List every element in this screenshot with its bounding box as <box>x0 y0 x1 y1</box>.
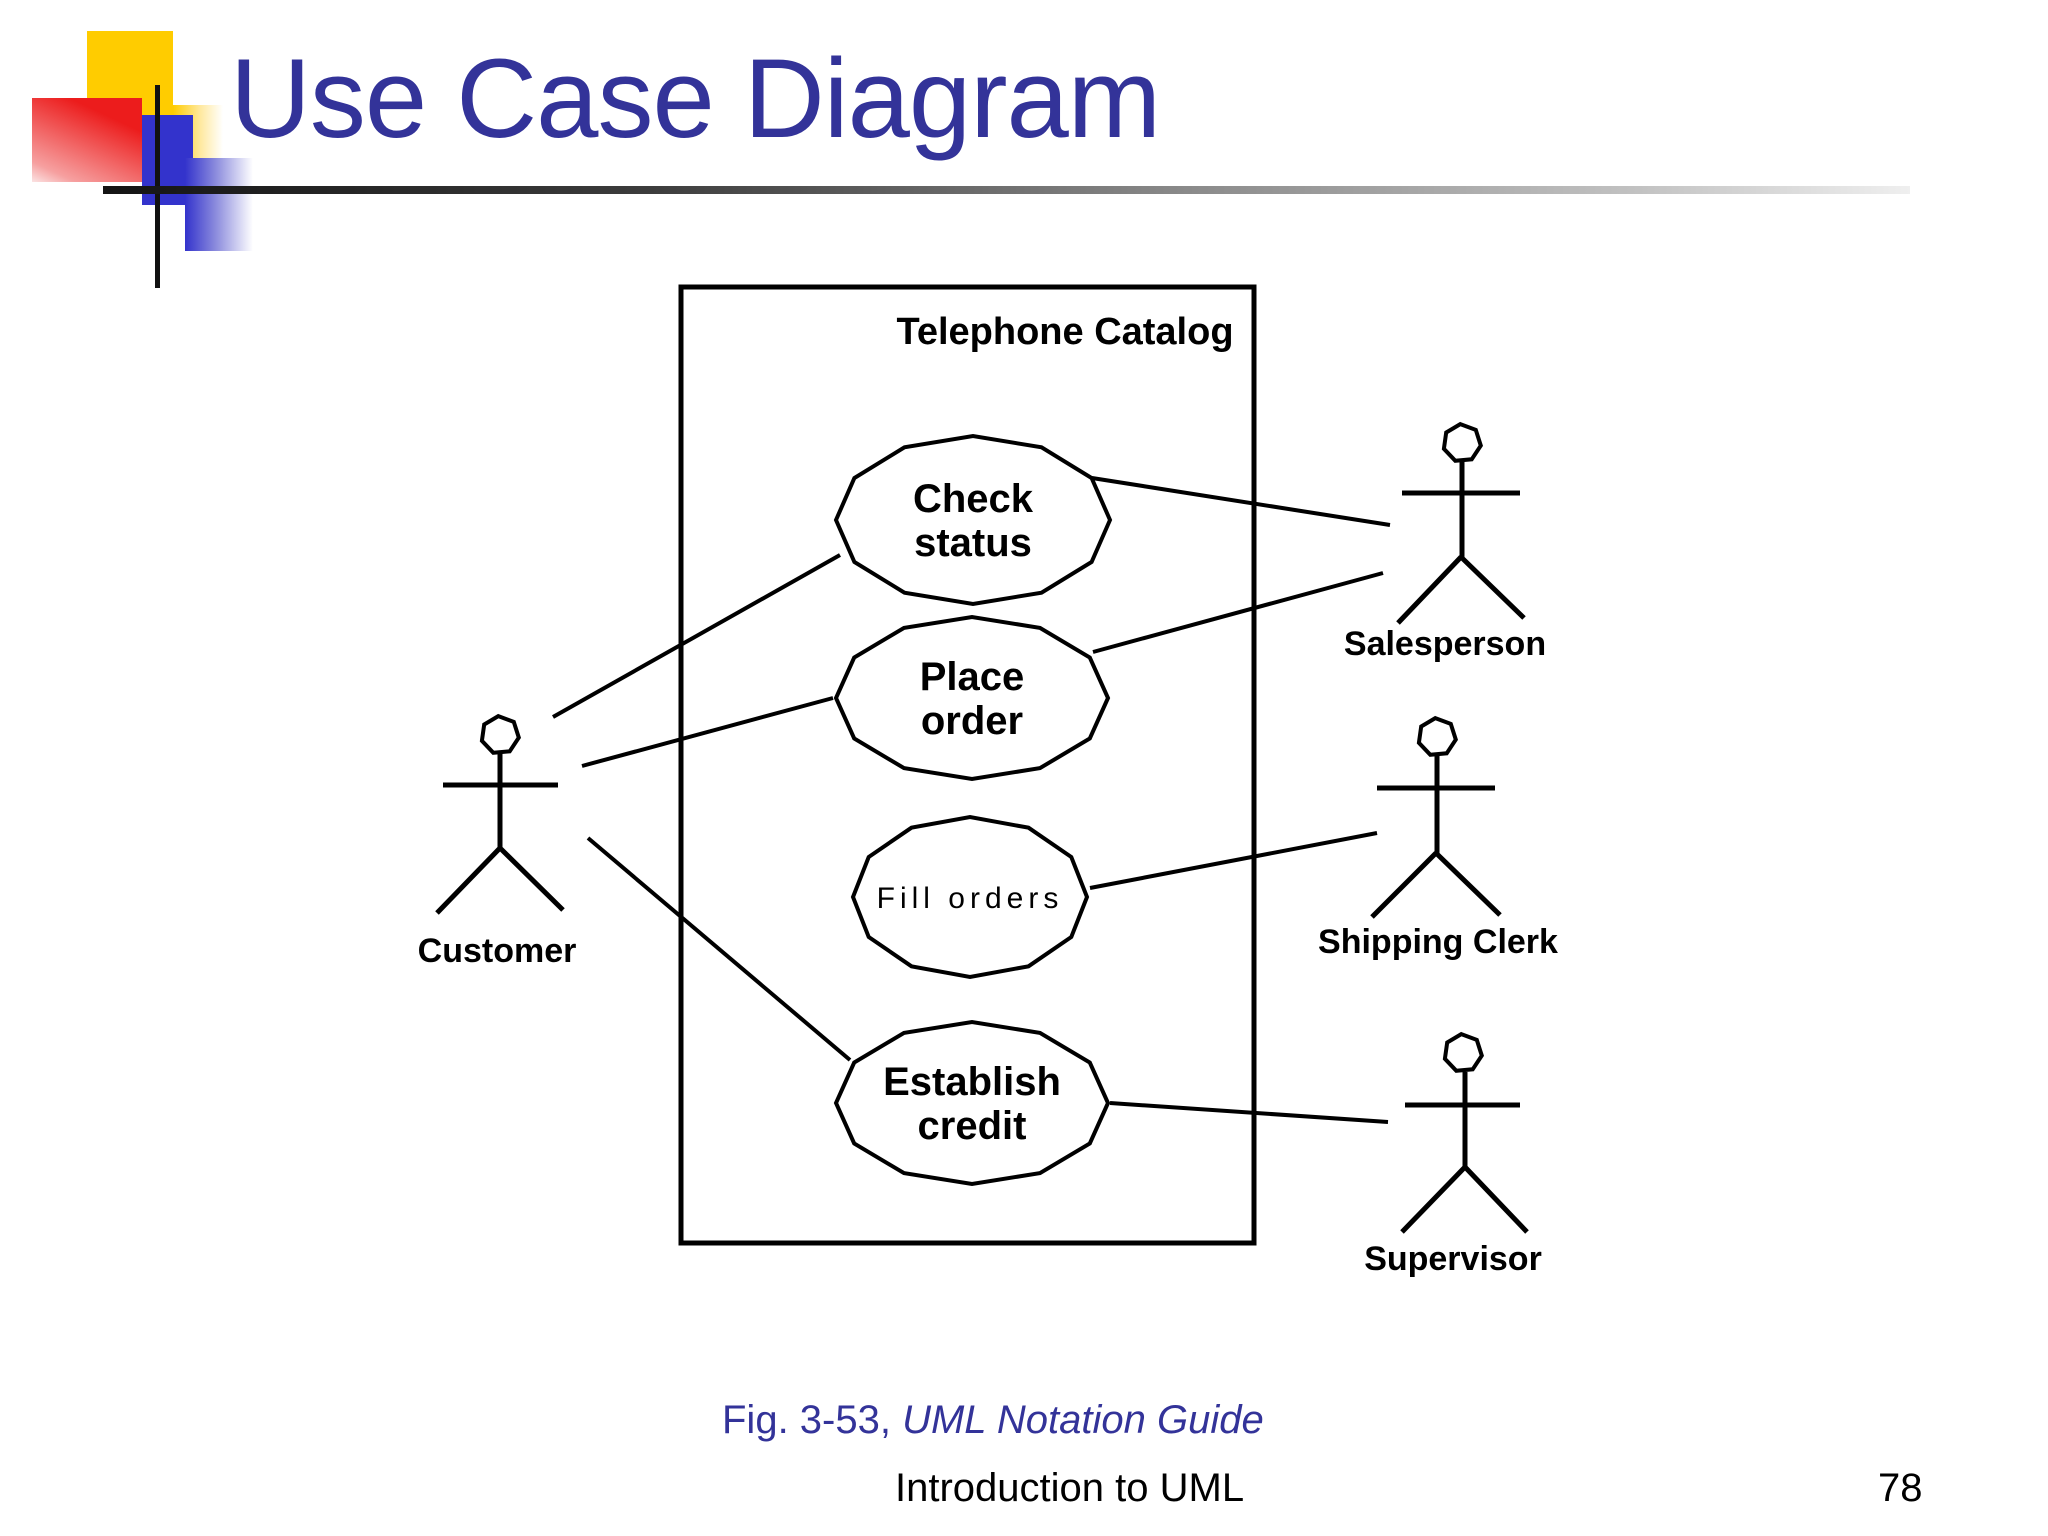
actor-right-leg <box>498 846 565 912</box>
deco-blue-fade-square <box>185 158 253 251</box>
use-case-label: Establish <box>883 1060 1061 1104</box>
actor-head <box>1416 715 1458 757</box>
actor-right-leg <box>1463 1165 1529 1234</box>
actor-shipping-clerk: Shipping Clerk <box>1318 715 1558 961</box>
actor-left-leg <box>435 846 502 915</box>
actor-head <box>1441 421 1483 463</box>
use-case-check-status: Check status <box>833 433 1113 607</box>
actor-supervisor: Supervisor <box>1364 1031 1542 1278</box>
use-case-ellipse <box>850 814 1090 980</box>
actor-left-leg <box>1400 1165 1467 1234</box>
use-case-label: Fill orders <box>877 882 1064 915</box>
use-case-label: credit <box>918 1104 1027 1148</box>
title-underline-rule <box>103 186 1910 194</box>
actor-label: Customer <box>418 932 577 970</box>
actor-head <box>1442 1031 1484 1073</box>
actor-label: Salesperson <box>1344 625 1546 663</box>
actor-left-leg <box>1370 851 1438 919</box>
use-case-label: status <box>914 521 1032 565</box>
page-title: Use Case Diagram <box>230 36 1161 161</box>
assoc-customer-check-status <box>552 553 841 719</box>
use-case-fill-orders: Fill orders <box>850 814 1090 980</box>
system-boundary-box <box>678 284 1257 1246</box>
use-case-place-order: Place order <box>833 614 1111 782</box>
actor-left-leg <box>1396 555 1463 625</box>
figure-caption-prefix: Fig. 3-53, <box>722 1398 903 1442</box>
actor-head <box>479 713 521 755</box>
assoc-establish-credit-supervisor <box>1109 1101 1389 1124</box>
figure-caption: Fig. 3-53, UML Notation Guide <box>722 1398 1264 1443</box>
assoc-customer-establish-credit <box>586 836 852 1062</box>
use-case-ellipse <box>833 614 1111 782</box>
use-case-establish-credit: Establish credit <box>833 1019 1111 1187</box>
actor-right-leg <box>1434 851 1502 917</box>
actor-customer: Customer <box>418 713 577 970</box>
assoc-customer-place-order <box>581 696 834 768</box>
actor-label: Shipping Clerk <box>1318 923 1558 961</box>
footer-title: Introduction to UML <box>895 1466 1245 1510</box>
actor-right-leg <box>1459 555 1526 620</box>
use-case-ellipse <box>833 1019 1111 1187</box>
page-number: 78 <box>1878 1466 1923 1510</box>
use-case-label: Place <box>920 655 1025 699</box>
figure-caption-source: UML Notation Guide <box>902 1398 1264 1442</box>
deco-red-square <box>32 98 142 182</box>
assoc-fill-orders-shipping-clerk <box>1089 831 1378 890</box>
actor-label: Supervisor <box>1364 1240 1542 1278</box>
actor-salesperson: Salesperson <box>1344 421 1546 663</box>
system-boundary-label: Telephone Catalog <box>896 311 1233 353</box>
assoc-place-order-salesperson <box>1092 571 1384 654</box>
use-case-ellipse <box>833 433 1113 607</box>
use-case-label: Check <box>913 477 1034 521</box>
use-case-label: order <box>921 699 1023 743</box>
assoc-check-status-salesperson <box>1091 476 1391 527</box>
